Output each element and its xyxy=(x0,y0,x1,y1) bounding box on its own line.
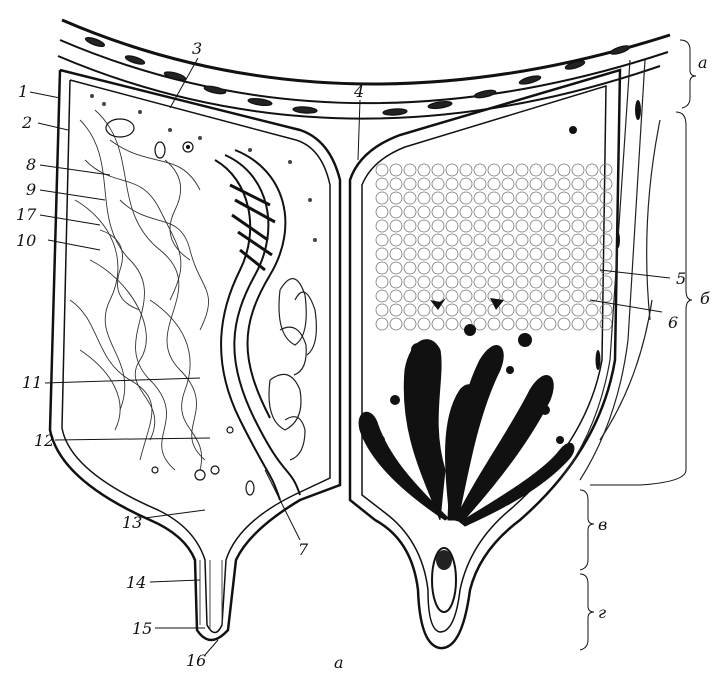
label-2: 2 xyxy=(21,113,32,132)
label-15: 15 xyxy=(132,619,152,638)
label-14: 14 xyxy=(126,573,146,592)
label-5: 5 xyxy=(676,269,686,288)
label-8: 8 xyxy=(26,155,36,174)
bracket-a-label: а xyxy=(698,53,708,72)
bracket-b-label: б xyxy=(700,289,710,308)
label-16: 16 xyxy=(186,651,206,670)
label-1: 1 xyxy=(18,82,28,101)
label-11: 11 xyxy=(22,373,42,392)
label-10: 10 xyxy=(16,231,36,250)
label-6: 6 xyxy=(668,313,678,332)
label-17: 17 xyxy=(16,205,37,224)
right-lobe xyxy=(350,60,660,648)
label-13: 13 xyxy=(122,513,142,532)
label-4: 4 xyxy=(353,82,364,101)
label-3: 3 xyxy=(192,39,202,58)
capsule-band xyxy=(58,20,670,119)
bracket-g-label: г xyxy=(598,603,606,622)
label-7: 7 xyxy=(298,540,309,559)
region-brackets: а б в г xyxy=(580,40,710,650)
left-lobe xyxy=(50,70,340,640)
label-9: 9 xyxy=(26,180,36,199)
bracket-v-label: в xyxy=(598,515,607,534)
label-12: 12 xyxy=(34,431,54,450)
figure-caption: а xyxy=(334,653,344,672)
